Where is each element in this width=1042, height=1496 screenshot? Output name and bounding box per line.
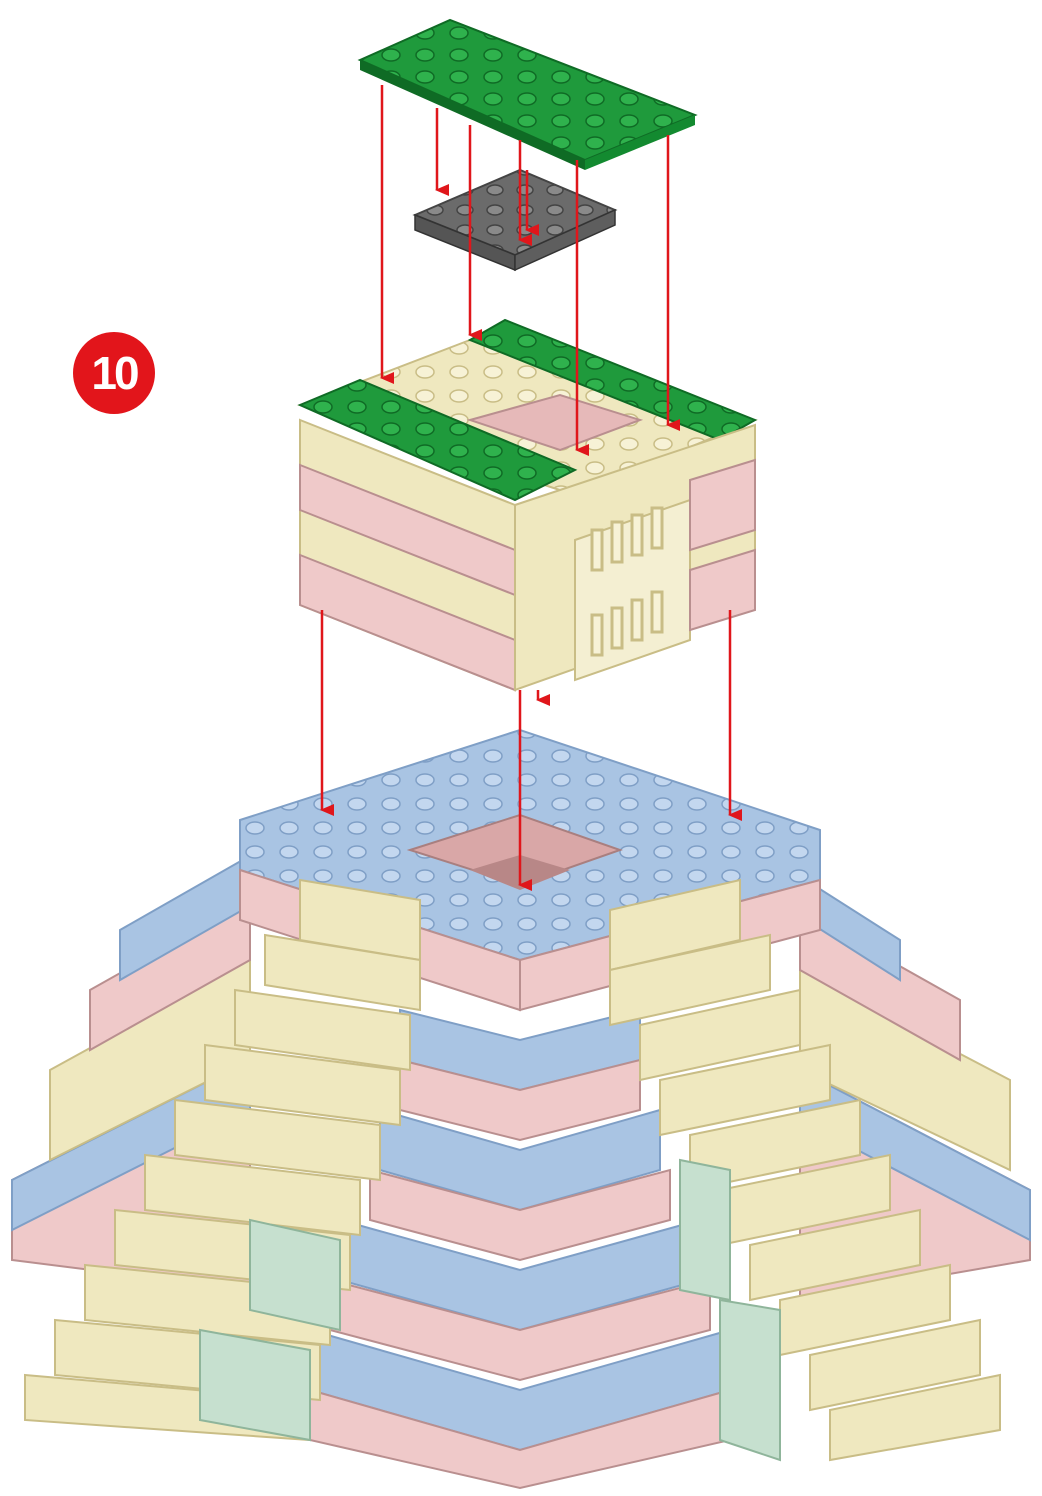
middle-assembly <box>300 320 755 690</box>
step-number-badge: 10 <box>73 332 155 414</box>
gray-plate <box>415 170 615 270</box>
top-green-plate <box>360 20 695 170</box>
